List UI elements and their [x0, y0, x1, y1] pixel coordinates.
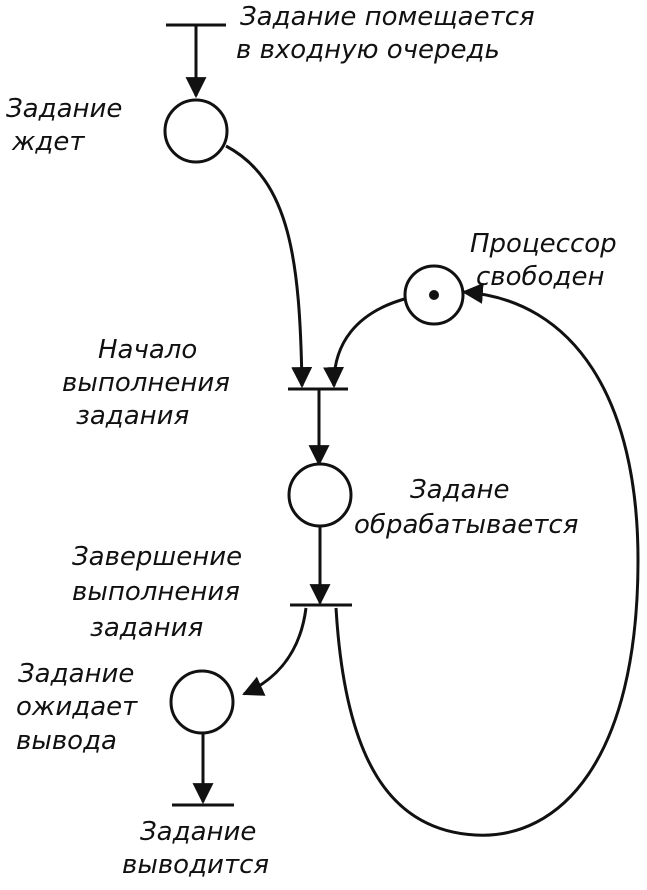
edge-finish-to-await-output [242, 607, 308, 696]
edge-finish-to-cpu-free [334, 282, 640, 837]
label-job-waits: Задание ждет [6, 94, 131, 157]
place-job-awaits-output [169, 669, 235, 735]
label-processing: Задане обрабатывается [354, 475, 578, 540]
label-enqueue: Задание помещается в входную очередь [236, 2, 543, 65]
place-job-processing [287, 462, 353, 528]
place-job-waits [163, 98, 229, 164]
label-cpu-free: Процессор свободен [470, 229, 625, 292]
token-dot [429, 290, 439, 300]
label-await-output: Задание ожидает вывода [16, 659, 146, 756]
label-start-execution: Начало выполнения задания [62, 335, 238, 431]
label-finish-execution: Завершение выполнения задания [72, 542, 250, 643]
edge-cpu-to-start [323, 296, 409, 389]
edge-waits-to-start [225, 144, 313, 389]
label-output: Задание выводится [122, 817, 269, 880]
